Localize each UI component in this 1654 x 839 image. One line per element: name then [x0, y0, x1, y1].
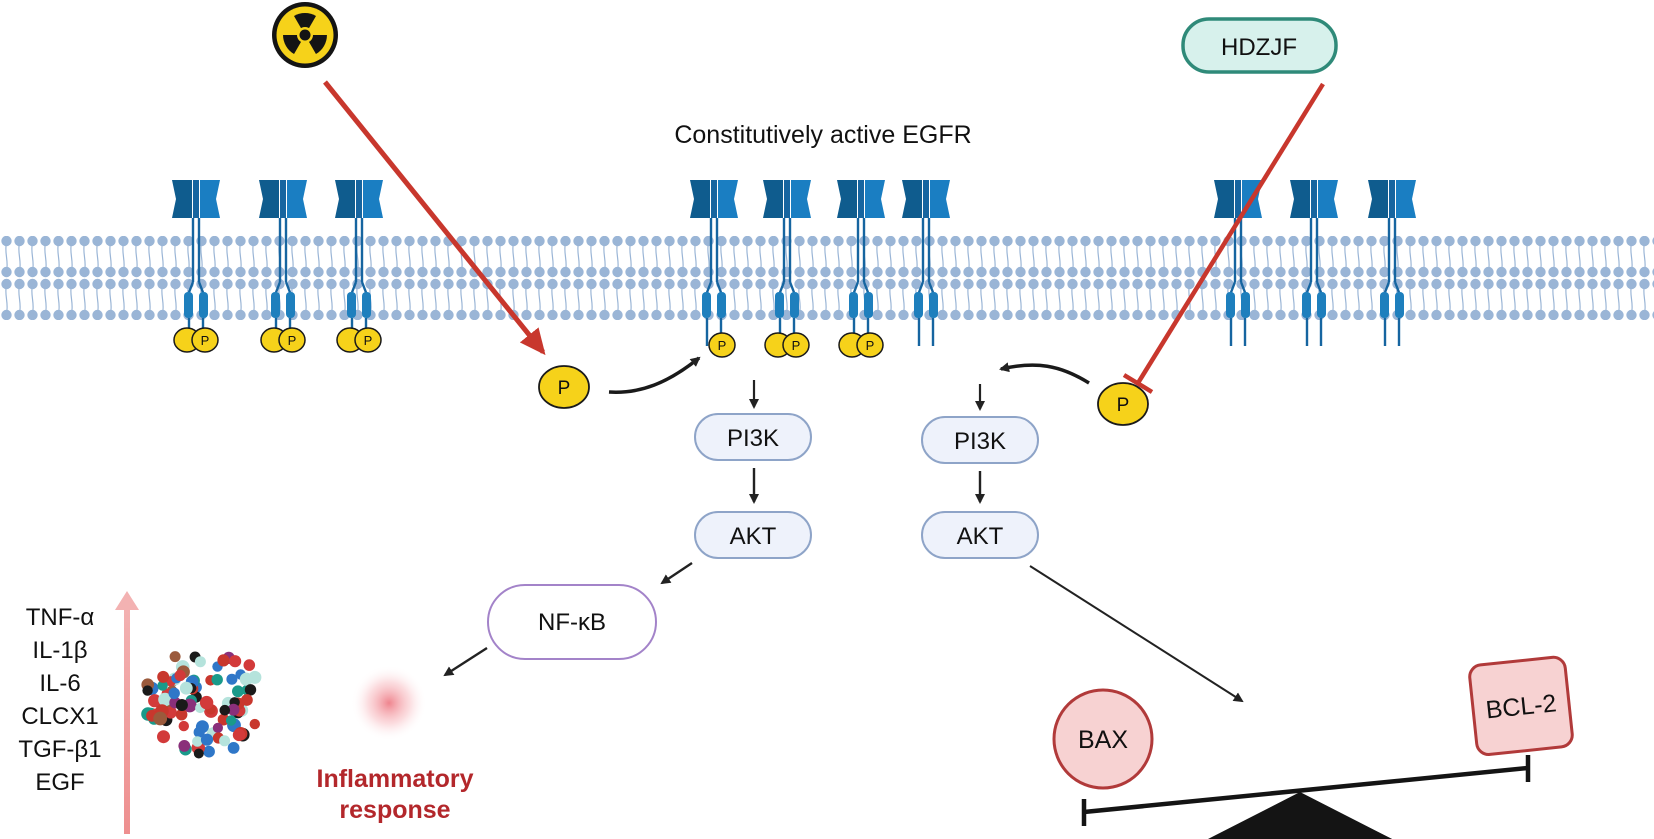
nfkb-label: NF-κB	[538, 609, 606, 636]
pi3k-label-right: PI3K	[954, 428, 1006, 455]
phospho-label: P	[792, 338, 801, 353]
hdzjf-inhibition-bar	[1122, 373, 1154, 394]
cytokine-particle	[239, 672, 253, 686]
cytokine-particle	[157, 680, 168, 691]
cytokine-particle	[212, 722, 223, 734]
cytokine-particle	[142, 685, 153, 696]
cytokine-particle	[157, 730, 170, 744]
receptor-phospho-group: P P P P P P	[173, 327, 884, 358]
cytokine-particle	[244, 684, 257, 696]
cytokine-particle	[249, 718, 260, 730]
cytokine-particle	[175, 708, 188, 721]
phospho-label: P	[201, 333, 210, 348]
cytokine-particle	[157, 670, 170, 683]
cytokine-particle	[243, 659, 256, 671]
cytokine-particle	[193, 726, 205, 738]
cytokine-particle	[194, 656, 206, 668]
cytokine-particle	[174, 669, 186, 682]
free-phosphate-right: P	[1097, 382, 1149, 426]
cytokine-item: EGF	[35, 769, 84, 796]
arrow-nfkb-to-inflammation	[443, 646, 488, 677]
hdzjf-inhibition-line	[1136, 82, 1325, 385]
radiation-hazard-icon	[272, 2, 338, 68]
cytokine-particle	[168, 687, 180, 699]
akt-box-left: AKT	[694, 511, 812, 559]
arrow-akt-to-nfkb	[660, 562, 693, 585]
inflammation-glow-icon	[351, 665, 427, 741]
bax-weight: BAX	[1052, 688, 1154, 790]
radiation-arrow	[323, 80, 546, 356]
phospho-label: P	[558, 378, 571, 399]
akt-label-left: AKT	[730, 523, 777, 550]
akt-box-right: AKT	[921, 511, 1039, 559]
cytokine-particle	[178, 740, 191, 752]
cytokine-particle	[229, 655, 242, 668]
phospho-label: P	[718, 338, 727, 353]
cytokine-item: TNF-α	[26, 604, 95, 631]
bcl2-weight: BCL-2	[1468, 655, 1574, 756]
cytokine-particle	[192, 736, 203, 747]
free-phosphate-left: P	[538, 365, 590, 409]
cytokine-particle	[227, 703, 240, 716]
cytokine-item: IL-6	[39, 670, 80, 697]
phospho-label: P	[1117, 395, 1130, 416]
cytokine-particle	[179, 681, 193, 695]
inflammatory-label-line2: response	[339, 796, 450, 824]
cytokine-particle	[225, 715, 237, 726]
inflammatory-label-line1: Inflammatory	[317, 765, 474, 793]
cytokine-particles-icon	[141, 651, 262, 759]
cytokine-particle	[219, 704, 231, 716]
cell-membrane	[0, 236, 1654, 320]
cytokine-list: TNF-α IL-1β IL-6 CLCX1 TGF-β1 EGF	[18, 604, 101, 796]
cytokine-particle	[153, 711, 168, 726]
cytokine-particle	[211, 674, 223, 686]
cytokine-particle	[227, 742, 240, 754]
pi3k-box-right: PI3K	[921, 416, 1039, 464]
pi3k-label-left: PI3K	[727, 425, 779, 452]
akt-label-right: AKT	[957, 523, 1004, 550]
cytokine-particle	[193, 748, 204, 759]
pi3k-box-left: PI3K	[694, 413, 812, 461]
cytokine-particle	[219, 735, 231, 747]
hdzjf-drug-box: HDZJF	[1181, 17, 1338, 74]
upregulation-arrow-icon	[115, 591, 139, 834]
phospho-label: P	[364, 333, 373, 348]
hdzjf-label: HDZJF	[1221, 34, 1297, 61]
cytokine-item: TGF-β1	[18, 736, 101, 763]
phosphorylation-arrow-right	[999, 362, 1090, 385]
cytokine-particle	[217, 654, 230, 667]
cytokine-particle	[199, 695, 214, 710]
cytokine-particle	[226, 673, 238, 685]
cytokine-particle	[148, 694, 162, 708]
seesaw-balance-icon	[1081, 755, 1531, 839]
cytokine-item: CLCX1	[21, 703, 98, 730]
cytokine-particle	[203, 745, 215, 758]
cytokine-particle	[200, 733, 214, 746]
cytokine-particle	[232, 728, 246, 742]
cytokine-particle	[232, 685, 244, 698]
cytokine-particle	[178, 720, 189, 732]
phospho-label: P	[866, 338, 875, 353]
phosphorylation-arrow-left	[608, 356, 701, 394]
bax-label: BAX	[1078, 726, 1128, 754]
cytokine-item: IL-1β	[32, 637, 87, 664]
header-title: Constitutively active EGFR	[674, 121, 971, 149]
arrow-akt-to-balance	[1029, 565, 1244, 703]
cytokine-particle	[175, 699, 188, 711]
phospho-label: P	[288, 333, 297, 348]
cytokine-particle	[169, 651, 181, 663]
nfkb-box: NF-κB	[487, 584, 657, 660]
cytokine-particle	[158, 692, 172, 707]
